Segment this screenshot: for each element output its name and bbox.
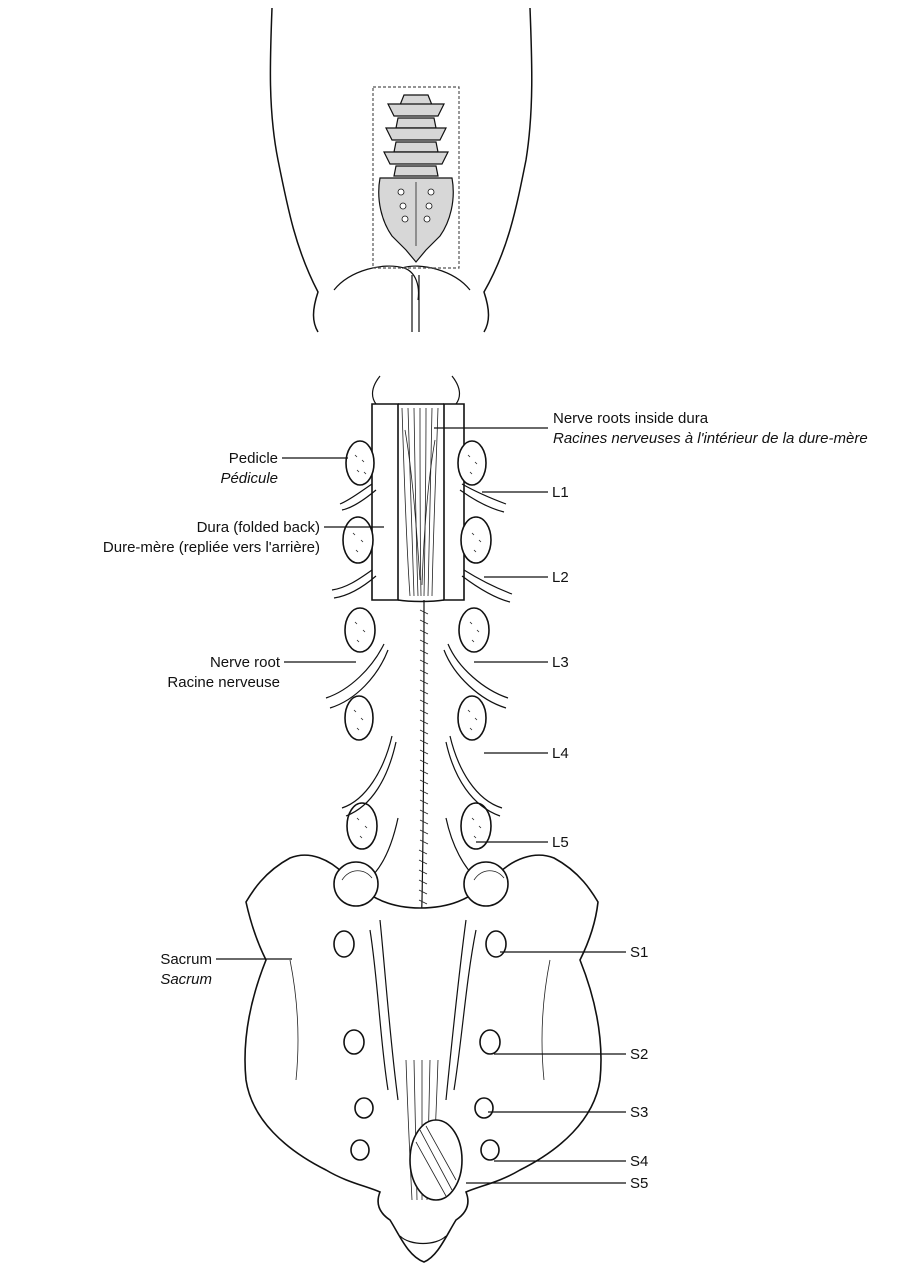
label-pedicle-fr: Pédicule (220, 470, 278, 487)
label-nerve-root-en: Nerve root (210, 654, 281, 671)
cord-cut-right (452, 376, 459, 404)
label-l4: L4 (552, 745, 569, 762)
dura-folded-back (372, 404, 464, 602)
label-s4: S4 (630, 1153, 648, 1170)
label-l1: L1 (552, 484, 569, 501)
label-l3: L3 (552, 654, 569, 671)
label-s5: S5 (630, 1175, 648, 1192)
label-nerve-root-fr: Racine nerveuse (167, 674, 280, 691)
label-l2: L2 (552, 569, 569, 586)
label-dura-en: Dura (folded back) (197, 519, 320, 536)
small-spine-icon (379, 95, 454, 262)
label-s1: S1 (630, 944, 648, 961)
label-nerve-roots-inside-dura-fr: Racines nerveuses à l'intérieur de la du… (553, 430, 868, 447)
nerve-roots-inside-dura (402, 408, 438, 596)
label-nerve-roots-inside-dura-en: Nerve roots inside dura (553, 410, 709, 427)
label-s2: S2 (630, 1046, 648, 1063)
cord-cut-left (373, 376, 380, 404)
label-dura-fr: Dure-mère (repliée vers l'arrière) (103, 539, 320, 556)
pedicles (343, 441, 491, 849)
label-pedicle-en: Pedicle (229, 450, 278, 467)
label-s3: S3 (630, 1104, 648, 1121)
label-sacrum-en: Sacrum (160, 951, 212, 968)
label-l5: L5 (552, 834, 569, 851)
label-sacrum-fr: Sacrum (160, 971, 212, 988)
sacrum-bone (245, 855, 601, 1262)
